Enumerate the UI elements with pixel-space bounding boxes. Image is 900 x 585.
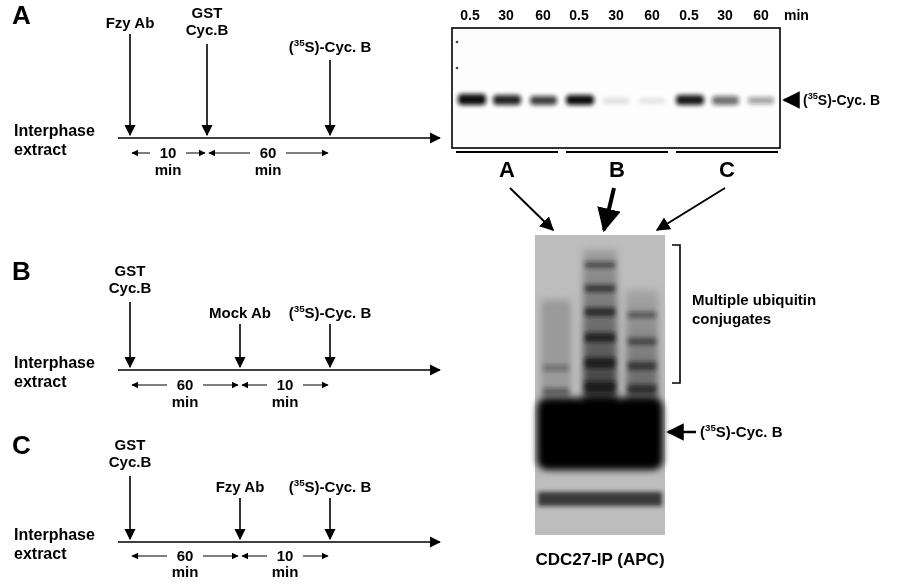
time-point: 60 bbox=[753, 7, 769, 24]
gel-caption: CDC27-IP (APC) bbox=[535, 550, 664, 570]
link-arrow bbox=[657, 188, 725, 230]
bracket bbox=[672, 245, 680, 383]
group-letter: C bbox=[719, 157, 735, 183]
panel-letter: C bbox=[12, 430, 31, 460]
time-point: 0.5 bbox=[569, 7, 588, 24]
gel-bands bbox=[458, 94, 774, 105]
group-underline bbox=[456, 151, 558, 153]
extract-label: Interphase extract bbox=[14, 353, 109, 391]
extract-label: Interphase extract bbox=[14, 525, 109, 563]
time-point: 0.5 bbox=[679, 7, 698, 24]
reagent-label: Fzy Ab bbox=[216, 478, 265, 495]
group-letter: B bbox=[609, 157, 625, 183]
addition-arrow bbox=[329, 498, 331, 539]
time-point: 60 bbox=[535, 7, 551, 24]
reagent-label: GST Cyc.B bbox=[182, 4, 232, 38]
interval-label: 10 min bbox=[267, 548, 303, 580]
addition-arrow bbox=[239, 324, 241, 367]
lower-gel bbox=[535, 235, 696, 535]
time-point: 60 bbox=[644, 7, 660, 24]
addition-arrow bbox=[129, 302, 131, 367]
addition-arrow bbox=[129, 476, 131, 539]
bracket-label: Multiple ubiquitin conjugates bbox=[692, 290, 842, 328]
reagent-label: (35S)-Cyc. B bbox=[289, 304, 372, 321]
extract-label: Interphase extract bbox=[14, 121, 109, 159]
addition-arrow bbox=[129, 34, 131, 135]
timeline-c bbox=[118, 476, 440, 556]
gel-smears bbox=[541, 250, 658, 410]
group-underline bbox=[566, 151, 668, 153]
cyclin-band bbox=[537, 398, 663, 470]
gel-frame bbox=[452, 28, 780, 148]
time-point: 0.5 bbox=[460, 7, 479, 24]
gel-speck bbox=[456, 41, 459, 44]
unit-label: min bbox=[784, 7, 809, 24]
time-point: 30 bbox=[717, 7, 733, 24]
band-pointer bbox=[784, 99, 798, 102]
time-point: 30 bbox=[498, 7, 514, 24]
group-underline bbox=[676, 151, 778, 153]
interval-label: 60 min bbox=[250, 144, 286, 178]
addition-arrow bbox=[206, 44, 208, 135]
timeline-b bbox=[118, 302, 440, 385]
link-arrows bbox=[510, 188, 725, 230]
addition-arrow bbox=[329, 324, 331, 367]
time-axis bbox=[118, 137, 440, 139]
panel-letter: B bbox=[12, 256, 31, 286]
ubiquitin-bands bbox=[538, 262, 662, 506]
timeline-a bbox=[118, 34, 440, 153]
time-axis bbox=[118, 369, 440, 371]
band-label: (35S)-Cyc. B bbox=[803, 92, 880, 109]
top-gel bbox=[452, 28, 798, 152]
band-pointer bbox=[668, 431, 696, 434]
addition-arrow bbox=[239, 498, 241, 539]
interval-label: 60 min bbox=[167, 548, 203, 580]
time-axis bbox=[118, 541, 440, 543]
reagent-label: Fzy Ab bbox=[106, 14, 155, 31]
interval-label: 60 min bbox=[167, 376, 203, 410]
reagent-label: (35S)-Cyc. B bbox=[289, 38, 372, 55]
link-arrow bbox=[510, 188, 553, 230]
band-label: (35S)-Cyc. B bbox=[700, 423, 783, 440]
time-point: 30 bbox=[608, 7, 624, 24]
gel-speck bbox=[456, 67, 459, 70]
interval-label: 10 min bbox=[267, 376, 303, 410]
addition-arrow bbox=[329, 60, 331, 135]
interval-label: 10 min bbox=[150, 144, 186, 178]
reagent-label: Mock Ab bbox=[209, 304, 271, 321]
reagent-label: (35S)-Cyc. B bbox=[289, 478, 372, 495]
link-arrow bbox=[604, 188, 614, 230]
panel-letter: A bbox=[12, 0, 31, 30]
gel-frame bbox=[535, 235, 665, 535]
group-letter: A bbox=[499, 157, 515, 183]
reagent-label: GST Cyc.B bbox=[105, 436, 155, 470]
reagent-label: GST Cyc.B bbox=[105, 262, 155, 296]
